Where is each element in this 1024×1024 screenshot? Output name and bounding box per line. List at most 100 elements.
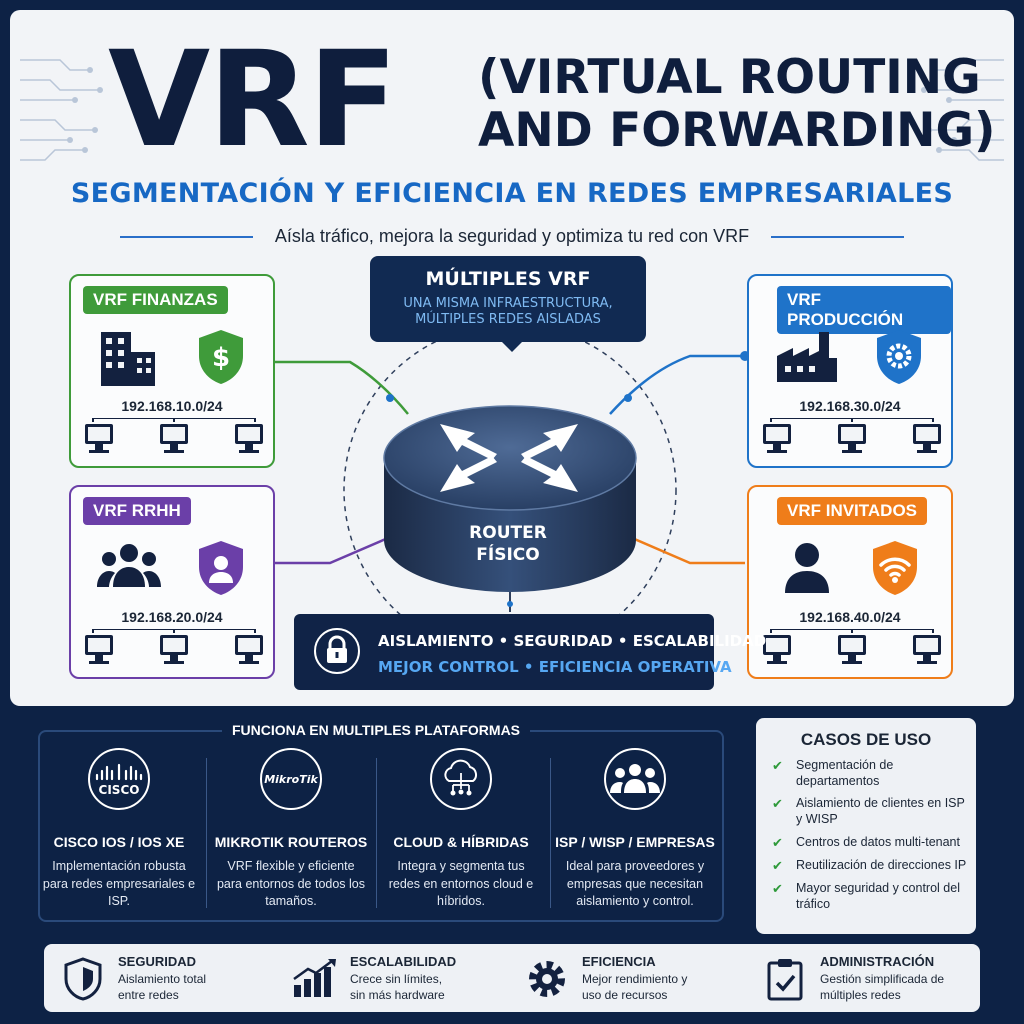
divider-left — [120, 235, 253, 238]
connector-produccion — [609, 354, 745, 415]
router-arrows-icon — [440, 424, 578, 492]
svg-text:$: $ — [212, 343, 230, 373]
platform-cisco: CISCO CISCO IOS / IOS XE Implementación … — [34, 748, 204, 911]
title-expansion: (VIRTUAL ROUTING AND FORWARDING) — [478, 50, 996, 157]
check-icon: ✔ — [772, 834, 783, 850]
router-label: ROUTER FÍSICO — [452, 522, 564, 566]
check-icon: ✔ — [772, 758, 783, 773]
guest-user-icon — [785, 543, 829, 593]
platform-divider — [376, 758, 377, 908]
platform-desc: Ideal para proveedores y empresas que ne… — [565, 859, 705, 908]
list-item: ✔ Centros de datos multi-tenant — [772, 835, 968, 851]
vrf-tag: VRF FINANZAS — [83, 286, 228, 314]
circuit-decoration-left — [20, 59, 103, 161]
header-pointer — [500, 340, 524, 352]
vrf-subnet: 192.168.10.0/24 — [121, 398, 223, 414]
lan-computers-icon — [763, 629, 941, 664]
shield-icon — [60, 956, 106, 1002]
multiple-vrf-header: MÚLTIPLES VRF UNA MISMA INFRAESTRUCTURA,… — [370, 256, 646, 342]
check-icon: ✔ — [772, 857, 783, 873]
growth-chart-icon — [292, 956, 338, 1002]
tagline: Aísla tráfico, mejora la seguridad y opt… — [274, 226, 750, 246]
subtitle: SEGMENTACIÓN Y EFICIENCIA EN REDES EMPRE… — [70, 178, 954, 209]
use-case-text: Segmentación de departamentos — [796, 758, 894, 788]
use-case-text: Mayor seguridad y control del tráfico — [796, 881, 960, 911]
feature-escalabilidad: ESCALABILIDAD Crece sin límites, sin más… — [292, 950, 456, 1008]
vrf-subnet: 192.168.20.0/24 — [121, 609, 223, 625]
vrf-tag: VRF RRHH — [83, 497, 191, 525]
platform-desc: Integra y segmenta tus redes en entornos… — [388, 859, 534, 908]
list-item: ✔ Segmentación de departamentos — [772, 758, 968, 789]
lan-computers-icon — [85, 629, 263, 664]
group-users-icon — [604, 748, 666, 810]
feature-desc-line1: Crece sin límites, — [350, 972, 443, 987]
cisco-logo-mark: CISCO — [95, 763, 143, 797]
feature-desc-line2: entre redes — [118, 988, 179, 1002]
feature-desc-line1: Aislamiento total — [118, 972, 207, 987]
platform-name: MIKROTIK ROUTEROS — [214, 834, 368, 850]
vrf-icons — [749, 328, 951, 386]
lock-icon — [327, 635, 347, 663]
cisco-logo-icon: CISCO — [88, 748, 150, 810]
connector-invitados — [631, 536, 745, 565]
platform-divider — [550, 758, 551, 908]
use-cases-title: CASOS DE USO — [800, 730, 932, 749]
benefits-line2: MEJOR CONTROL • EFICIENCIA OPERATIVA — [378, 658, 732, 676]
feature-administracion: ADMINISTRACIÓN Gestión simplificada de m… — [762, 950, 944, 1008]
feature-desc-line2: uso de recursos — [582, 988, 668, 1002]
lock-icon-ring — [314, 628, 360, 674]
divider-right — [771, 235, 904, 238]
group-users-mark — [610, 764, 660, 793]
gear-shield-icon — [877, 330, 921, 384]
vrf-icons — [71, 539, 273, 597]
vrf-box-finanzas: VRF FINANZAS $ 192.168.10.0/24 — [69, 274, 275, 468]
gear-icon — [524, 956, 570, 1002]
use-case-text: Reutilización de direcciones IP — [796, 857, 967, 872]
feature-eficiencia: EFICIENCIA Mejor rendimiento y uso de re… — [524, 950, 687, 1008]
use-cases-card: CASOS DE USO ✔ Segmentación de departamen… — [756, 718, 976, 934]
connector-rrhh — [275, 536, 389, 565]
platform-divider — [206, 758, 207, 908]
connector-finanzas — [275, 360, 409, 415]
connector-node — [386, 394, 394, 402]
cloud-network-icon — [430, 748, 492, 810]
vrf-subnet: 192.168.30.0/24 — [799, 398, 901, 414]
vrf-box-rrhh: VRF RRHH 192.168.20.0/24 — [69, 485, 275, 679]
router-label-line1: ROUTER — [469, 523, 547, 543]
benefits-line1: AISLAMIENTO • SEGURIDAD • ESCALABILIDAD — [378, 632, 767, 650]
platforms-title: FUNCIONA EN MULTIPLES PLATAFORMAS — [222, 722, 531, 738]
use-case-text: Aislamiento de clientes en ISP y WISP — [796, 796, 965, 826]
lan-computers-icon — [763, 418, 941, 453]
use-case-text: Centros de datos multi-tenant — [796, 834, 960, 849]
check-icon: ✔ — [772, 881, 783, 896]
vrf-icons: $ — [71, 328, 273, 388]
clipboard-check-icon — [762, 956, 808, 1002]
multiple-vrf-subtitle: UNA MISMA INFRAESTRUCTURA, MÚLTIPLES RED… — [370, 296, 646, 329]
title-vrf: VRF — [108, 23, 398, 177]
feature-title: ADMINISTRACIÓN — [820, 954, 935, 970]
circuit-decoration-right — [921, 59, 1004, 161]
platform-name: CLOUD & HÍBRIDAS — [393, 834, 529, 850]
vrf-box-invitados: VRF INVITADOS 192.168.40.0/24 — [747, 485, 953, 679]
user-shield-icon — [199, 541, 243, 595]
feature-seguridad: SEGURIDAD Aislamiento total entre redes — [60, 950, 206, 1008]
platform-cloud: CLOUD & HÍBRIDAS Integra y segmenta tus … — [376, 748, 546, 911]
multiple-vrf-title: MÚLTIPLES VRF — [425, 268, 591, 290]
platform-desc: VRF flexible y eficiente para entornos d… — [216, 859, 366, 908]
benefits-box: AISLAMIENTO • SEGURIDAD • ESCALABILIDAD … — [294, 614, 766, 690]
cloud-network-mark — [444, 759, 477, 796]
svg-text:CISCO: CISCO — [99, 783, 140, 797]
feature-desc: Gestión simplificada de múltiples redes — [820, 972, 944, 1003]
feature-title: ESCALABILIDAD — [350, 954, 457, 970]
title-expansion-line1: (VIRTUAL ROUTING — [478, 50, 981, 105]
feature-desc: Mejor rendimiento y uso de recursos — [582, 972, 687, 1003]
mikrotik-logo-mark: MikroTik — [264, 773, 318, 786]
factory-icon — [777, 332, 837, 382]
platform-name: CISCO IOS / IOS XE — [53, 834, 185, 850]
mikrotik-logo-icon: MikroTik — [260, 748, 322, 810]
list-item: ✔ Reutilización de direcciones IP — [772, 858, 968, 874]
feature-title: SEGURIDAD — [118, 954, 197, 970]
check-icon: ✔ — [772, 796, 783, 812]
multiple-vrf-subtitle-line1: UNA MISMA INFRAESTRUCTURA, — [403, 296, 613, 311]
platform-name: ISP / WISP / EMPRESAS — [555, 834, 715, 850]
